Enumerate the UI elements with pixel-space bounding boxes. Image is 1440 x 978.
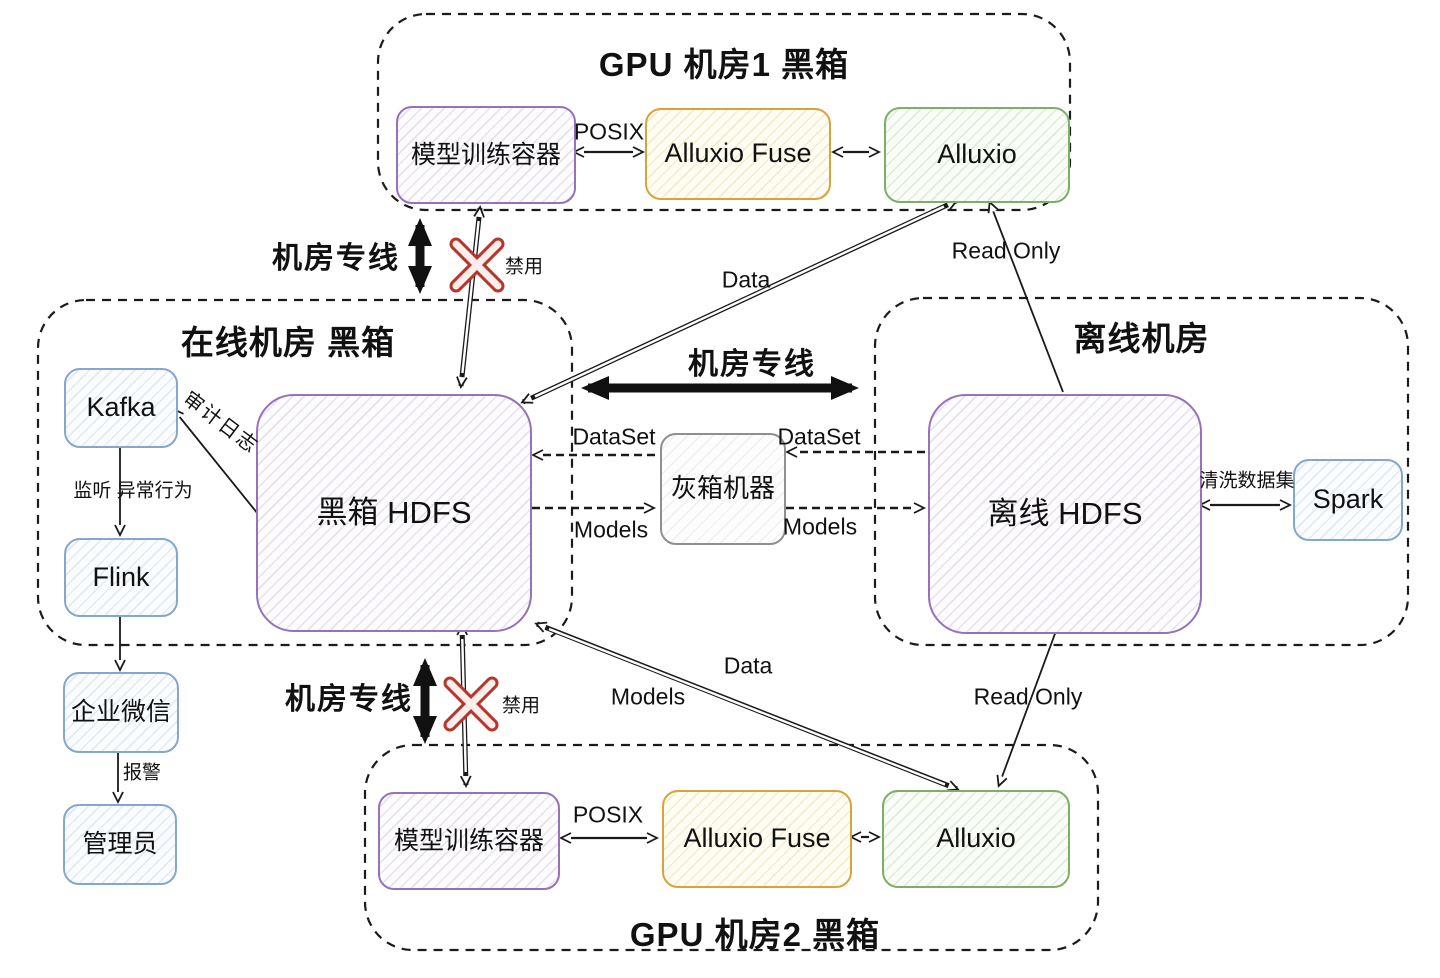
label-trunk-bottom: 机房专线 [285, 683, 413, 716]
forbidden-x-bottom-icon [443, 676, 499, 732]
node-alluxio-2: Alluxio [882, 790, 1070, 888]
label-dataset-right: DataSet [777, 423, 861, 450]
region-title-offline-room: 离线机房 [1073, 320, 1210, 357]
label-posix-1: POSIX [573, 118, 645, 145]
label-data-bottom: Data [723, 652, 773, 679]
region-title-online-room: 在线机房 黑箱 [180, 324, 396, 361]
label-dataset-left: DataSet [572, 423, 656, 450]
node-train-container-2: 模型训练容器 [378, 792, 560, 890]
arrow-hdfs-train2-disabled [456, 622, 472, 789]
region-title-gpu-room1: GPU 机房1 黑箱 [598, 46, 850, 83]
label-trunk-mid: 机房专线 [688, 348, 816, 381]
label-posix-2: POSIX [572, 801, 644, 828]
label-audit-log: 审计日志 [178, 387, 263, 459]
node-spark: Spark [1293, 459, 1403, 541]
label-monitor: 监听 异常行为 [73, 480, 193, 502]
label-disabled-top: 禁用 [504, 256, 544, 278]
node-hdfs-offline: 离线 HDFS [928, 394, 1202, 634]
region-title-gpu-room2: GPU 机房2 黑箱 [629, 916, 881, 953]
node-train-container-1: 模型训练容器 [396, 106, 576, 204]
node-alluxio-1: Alluxio [884, 107, 1070, 203]
label-read-only-bottom: Read Only [973, 683, 1083, 710]
node-alluxio-fuse-2: Alluxio Fuse [662, 790, 852, 888]
label-models-bottom: Models [610, 683, 686, 710]
node-hdfs-black-box: 黑箱 HDFS [256, 394, 532, 632]
node-kafka: Kafka [64, 368, 178, 448]
label-read-only-top: Read Only [951, 237, 1061, 264]
label-data-top: Data [721, 266, 771, 293]
label-models-left: Models [573, 516, 649, 543]
label-models-right: Models [782, 513, 858, 540]
forbidden-x-top-icon [449, 237, 505, 293]
label-trunk-top: 机房专线 [272, 242, 400, 275]
arrow-data-models-bottom [534, 621, 960, 792]
node-flink: Flink [64, 538, 178, 617]
node-wechat: 企业微信 [63, 672, 179, 753]
label-disabled-bottom: 禁用 [501, 695, 541, 717]
node-alluxio-fuse-1: Alluxio Fuse [645, 108, 831, 200]
label-clean-dataset: 清洗数据集 [1199, 470, 1295, 492]
arrow-read-only-top [987, 200, 1064, 393]
label-alert: 报警 [122, 762, 162, 784]
node-gray-box-machine: 灰箱机器 [660, 433, 786, 545]
node-admin: 管理员 [63, 804, 177, 885]
